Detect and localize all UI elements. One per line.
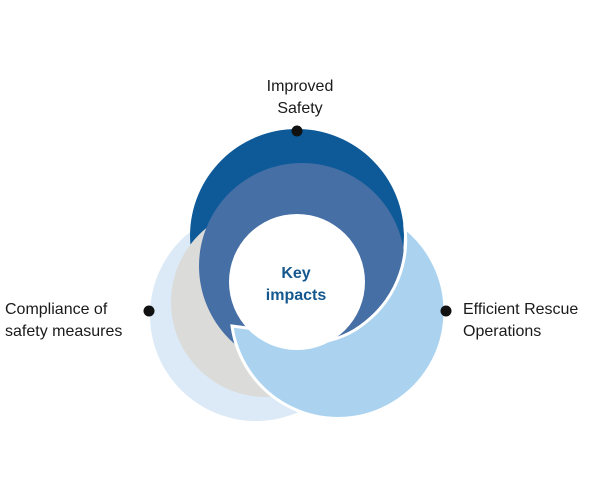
label-improved-safety-line1: Improved [266,78,334,95]
center-label-line2: impacts [265,287,327,304]
center-label-line1: Key [281,265,311,282]
label-rescue-line2: Operations [463,323,542,340]
label-improved-safety: Improved Safety [200,76,400,120]
rescue-outer-arc [230,224,447,420]
label-compliance-line1: Compliance of [5,301,108,318]
label-compliance: Compliance of safety measures [5,299,122,343]
compliance-dot [143,305,155,317]
center-label: Key impacts [246,263,346,307]
center-disc [229,214,365,350]
label-rescue-line1: Efficient Rescue [463,301,579,318]
rescue-dot [440,305,452,317]
label-rescue: Efficient Rescue Operations [463,299,578,343]
label-improved-safety-line2: Safety [277,100,323,117]
label-compliance-line2: safety measures [5,323,123,340]
safety-dot [291,125,303,137]
